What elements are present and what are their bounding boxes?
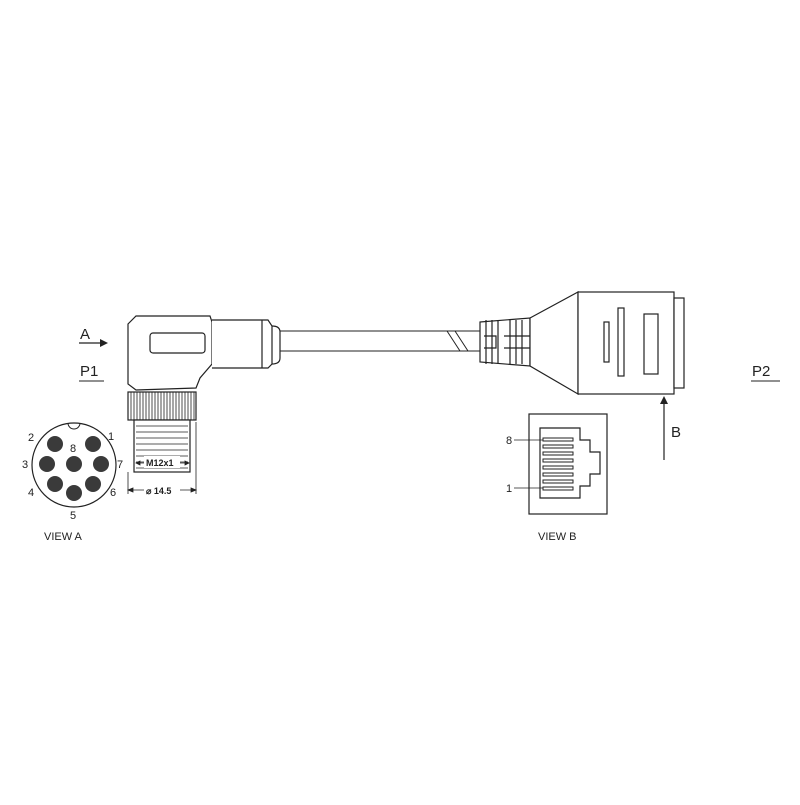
coding-key bbox=[67, 422, 81, 430]
pin-4 bbox=[47, 476, 63, 492]
view-a-caption: VIEW A bbox=[44, 531, 83, 543]
thread-size-label: M12x1 bbox=[146, 458, 174, 468]
pin-7 bbox=[93, 456, 109, 472]
pin-number-6: 6 bbox=[110, 487, 116, 499]
pin-number-2: 2 bbox=[28, 432, 34, 444]
pin-number-1: 1 bbox=[108, 431, 114, 443]
pin-8 bbox=[66, 456, 82, 472]
jack-outline bbox=[528, 413, 608, 515]
pin-number-3: 3 bbox=[22, 459, 28, 471]
jack-pin-1-label: 1 bbox=[506, 483, 512, 495]
cable bbox=[280, 330, 480, 352]
pin-number-4: 4 bbox=[28, 487, 34, 499]
p2-rj45-connector bbox=[479, 290, 685, 396]
pin-5 bbox=[66, 485, 82, 501]
diameter-label: ⌀ 14.5 bbox=[146, 486, 171, 496]
view-b-jack-face bbox=[514, 413, 608, 515]
p2-label: P2 bbox=[752, 363, 770, 380]
pin-number-8: 8 bbox=[70, 443, 76, 455]
arrow-a-label: A bbox=[80, 326, 90, 343]
jack-pin-8-label: 8 bbox=[506, 435, 512, 447]
view-a-arrow bbox=[79, 339, 108, 347]
pin-2 bbox=[47, 436, 63, 452]
p1-label: P1 bbox=[80, 363, 98, 380]
jack-opening bbox=[539, 427, 601, 499]
view-b-caption: VIEW B bbox=[538, 531, 577, 543]
view-b-arrow bbox=[660, 396, 668, 460]
pin-number-5: 5 bbox=[70, 510, 76, 522]
thread-label-bg bbox=[144, 456, 180, 468]
jack-contacts bbox=[542, 437, 574, 491]
view-a-pin-face bbox=[31, 422, 117, 508]
pin-3 bbox=[39, 456, 55, 472]
pin-6 bbox=[85, 476, 101, 492]
p1-angled-connector bbox=[127, 315, 281, 473]
pin-1 bbox=[85, 436, 101, 452]
arrow-b-label: B bbox=[671, 424, 681, 441]
diameter-label-bg bbox=[144, 483, 180, 496]
pin-number-7: 7 bbox=[117, 459, 123, 471]
